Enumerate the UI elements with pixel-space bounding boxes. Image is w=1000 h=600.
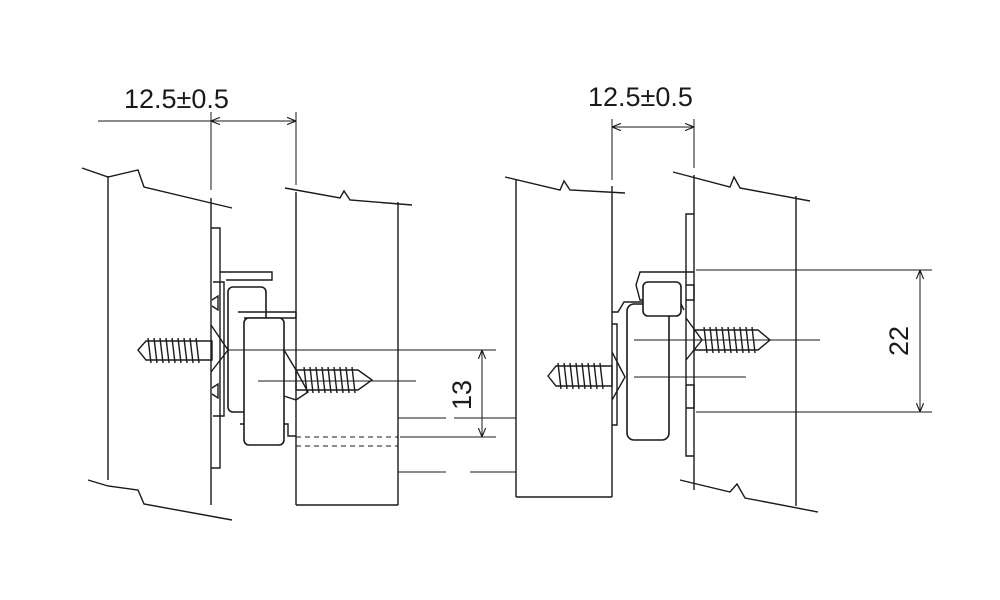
right-clearance-dimension: 12.5±0.5 (588, 82, 695, 180)
right-cabinet-screw (685, 317, 772, 361)
left-height-dimension: 13 (400, 350, 496, 438)
left-height-label: 13 (447, 380, 477, 410)
right-drawer-screw (547, 351, 626, 401)
right-cabinet-panel (672, 171, 819, 513)
left-cabinet-rail (211, 227, 273, 469)
right-height-dimension: 22 (696, 269, 932, 413)
right-clearance-label: 12.5±0.5 (588, 82, 693, 112)
right-height-label: 22 (884, 326, 914, 356)
right-installation-figure: 12.5±0.5 22 (454, 82, 932, 513)
left-inner-rail (227, 286, 297, 446)
left-drawer-panel (284, 187, 413, 506)
right-drawer-panel (504, 176, 626, 498)
left-drawer-screw (283, 349, 374, 401)
left-cabinet-screw (137, 324, 229, 373)
left-installation-figure: 12.5±0.5 13 (81, 84, 496, 521)
left-cabinet-panel (81, 167, 233, 521)
left-clearance-label: 12.5±0.5 (124, 84, 229, 114)
right-inner-rail (612, 281, 685, 441)
left-clearance-dimension: 12.5±0.5 (98, 84, 297, 190)
